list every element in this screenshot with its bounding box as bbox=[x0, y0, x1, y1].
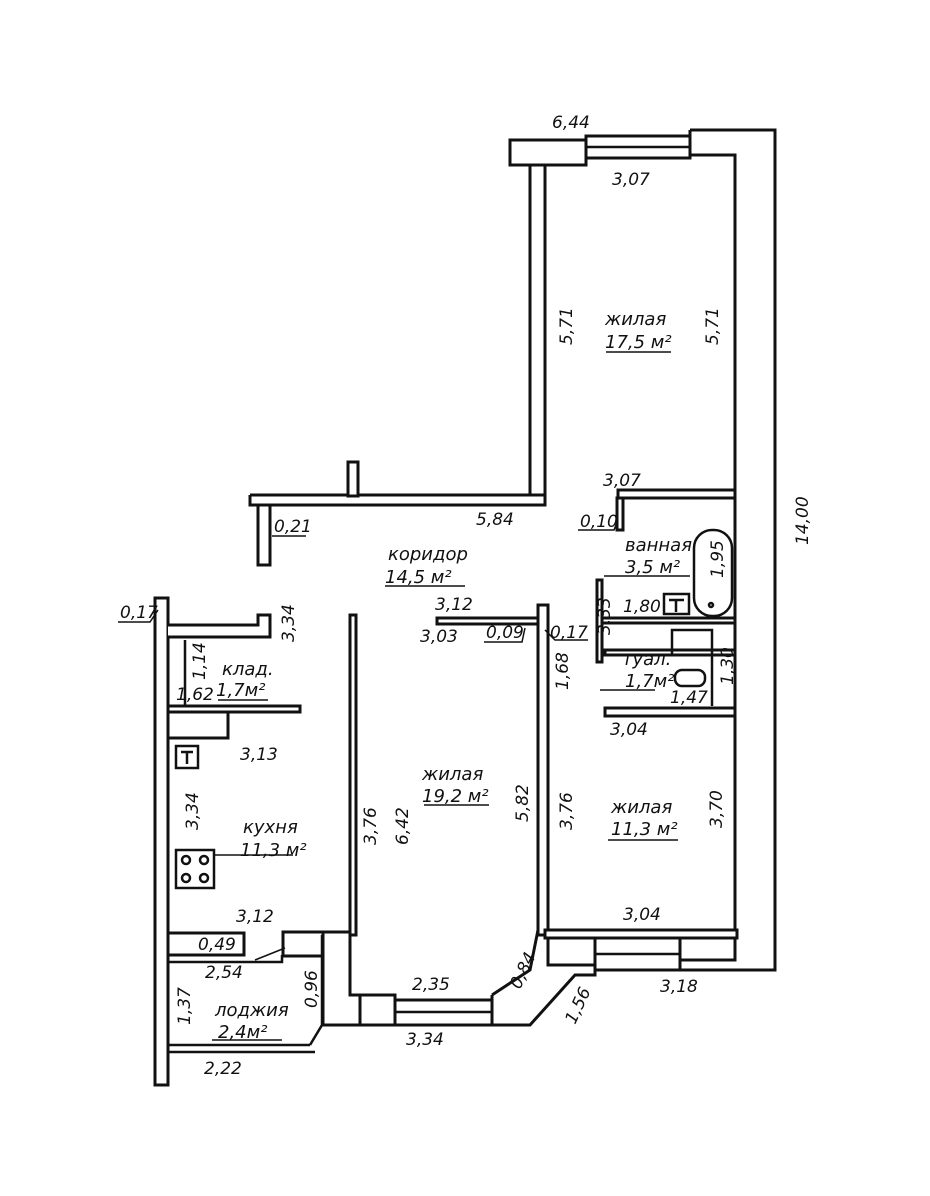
room-name: лоджия bbox=[214, 1000, 289, 1021]
dimension: 3,33 bbox=[595, 597, 615, 635]
dimension: 0,17 bbox=[550, 623, 588, 643]
room-area: 11,3 м² bbox=[611, 819, 678, 840]
dimension: 1,80 bbox=[623, 597, 661, 617]
dimension: 3,70 bbox=[707, 790, 727, 828]
dimension: 1,37 bbox=[175, 987, 195, 1025]
dimension: 3,34 bbox=[279, 604, 299, 642]
toilet-fixture bbox=[673, 668, 707, 688]
kitchen-sink bbox=[174, 744, 200, 770]
dimension: 3,76 bbox=[557, 792, 577, 830]
dimension: 5,84 bbox=[476, 510, 514, 530]
room-area: 2,4м² bbox=[218, 1022, 267, 1043]
room-name: ванная bbox=[625, 535, 692, 556]
dimension: 1,30 bbox=[718, 647, 738, 685]
dimension: 3,04 bbox=[610, 720, 648, 740]
dimension: 3,12 bbox=[236, 907, 274, 927]
dimension: 5,71 bbox=[557, 307, 577, 345]
leader-lines bbox=[118, 351, 690, 1041]
room-name: коридор bbox=[388, 544, 468, 565]
room-name: кухня bbox=[243, 817, 298, 838]
room-name: клад. bbox=[222, 659, 274, 680]
dimension: 0,17 bbox=[120, 603, 158, 623]
room-area: 14,5 м² bbox=[385, 567, 452, 588]
dimension: 2,22 bbox=[204, 1059, 242, 1079]
room-name: туал. bbox=[622, 649, 671, 670]
dimension: 1,47 bbox=[670, 688, 708, 708]
room-area: 11,3 м² bbox=[240, 840, 307, 861]
room-name: жилая bbox=[604, 309, 666, 330]
dimension: 3,07 bbox=[603, 471, 641, 491]
stove bbox=[174, 848, 216, 890]
dimension: 1,56 bbox=[561, 984, 595, 1027]
dimension: 3,34 bbox=[183, 792, 203, 830]
room-area: 17,5 м² bbox=[605, 332, 672, 353]
dimension: 0,09 bbox=[486, 623, 524, 643]
dimension: 6,42 bbox=[393, 807, 413, 845]
dimension: 3,18 bbox=[660, 977, 698, 997]
dimension-labels: 6,44 3,07 5,71 5,71 3,07 14,00 5,84 0,21… bbox=[120, 113, 813, 1079]
room-area: 19,2 м² bbox=[422, 786, 489, 807]
dimension: 3,13 bbox=[240, 745, 278, 765]
dimension: 3,03 bbox=[420, 627, 458, 647]
room-labels: жилая 17,5 м² коридор 14,5 м² ванная 3,5… bbox=[214, 309, 692, 1043]
dimension: 1,14 bbox=[190, 642, 210, 680]
dimension: 3,07 bbox=[612, 170, 650, 190]
dimension: 1,95 bbox=[708, 540, 728, 578]
bathtub bbox=[692, 528, 734, 618]
room-area: 1,7м² bbox=[216, 680, 265, 701]
room-area: 1,7м² bbox=[625, 671, 674, 692]
walls bbox=[153, 128, 777, 1087]
dimension: 3,04 bbox=[623, 905, 661, 925]
dimension: 1,68 bbox=[553, 652, 573, 690]
dimension: 5,82 bbox=[513, 784, 533, 822]
room-name: жилая bbox=[610, 797, 672, 818]
dimension: 0,96 bbox=[302, 970, 322, 1008]
room-name: жилая bbox=[421, 764, 483, 785]
dimension: 3,34 bbox=[406, 1030, 444, 1050]
dimension: 2,54 bbox=[205, 963, 243, 983]
sink bbox=[662, 592, 691, 616]
dimension: 0,10 bbox=[580, 512, 618, 532]
dimension: 5,71 bbox=[703, 307, 723, 345]
dimension: 6,44 bbox=[552, 113, 590, 133]
dimension: 0,21 bbox=[274, 517, 312, 537]
dimension: 2,35 bbox=[412, 975, 450, 995]
dimension: 3,12 bbox=[435, 595, 473, 615]
dimension: 0,49 bbox=[198, 935, 236, 955]
room-area: 3,5 м² bbox=[625, 557, 680, 578]
dimension: 1,62 bbox=[176, 685, 214, 705]
dimension: 3,76 bbox=[361, 807, 381, 845]
dimension: 14,00 bbox=[793, 496, 813, 545]
